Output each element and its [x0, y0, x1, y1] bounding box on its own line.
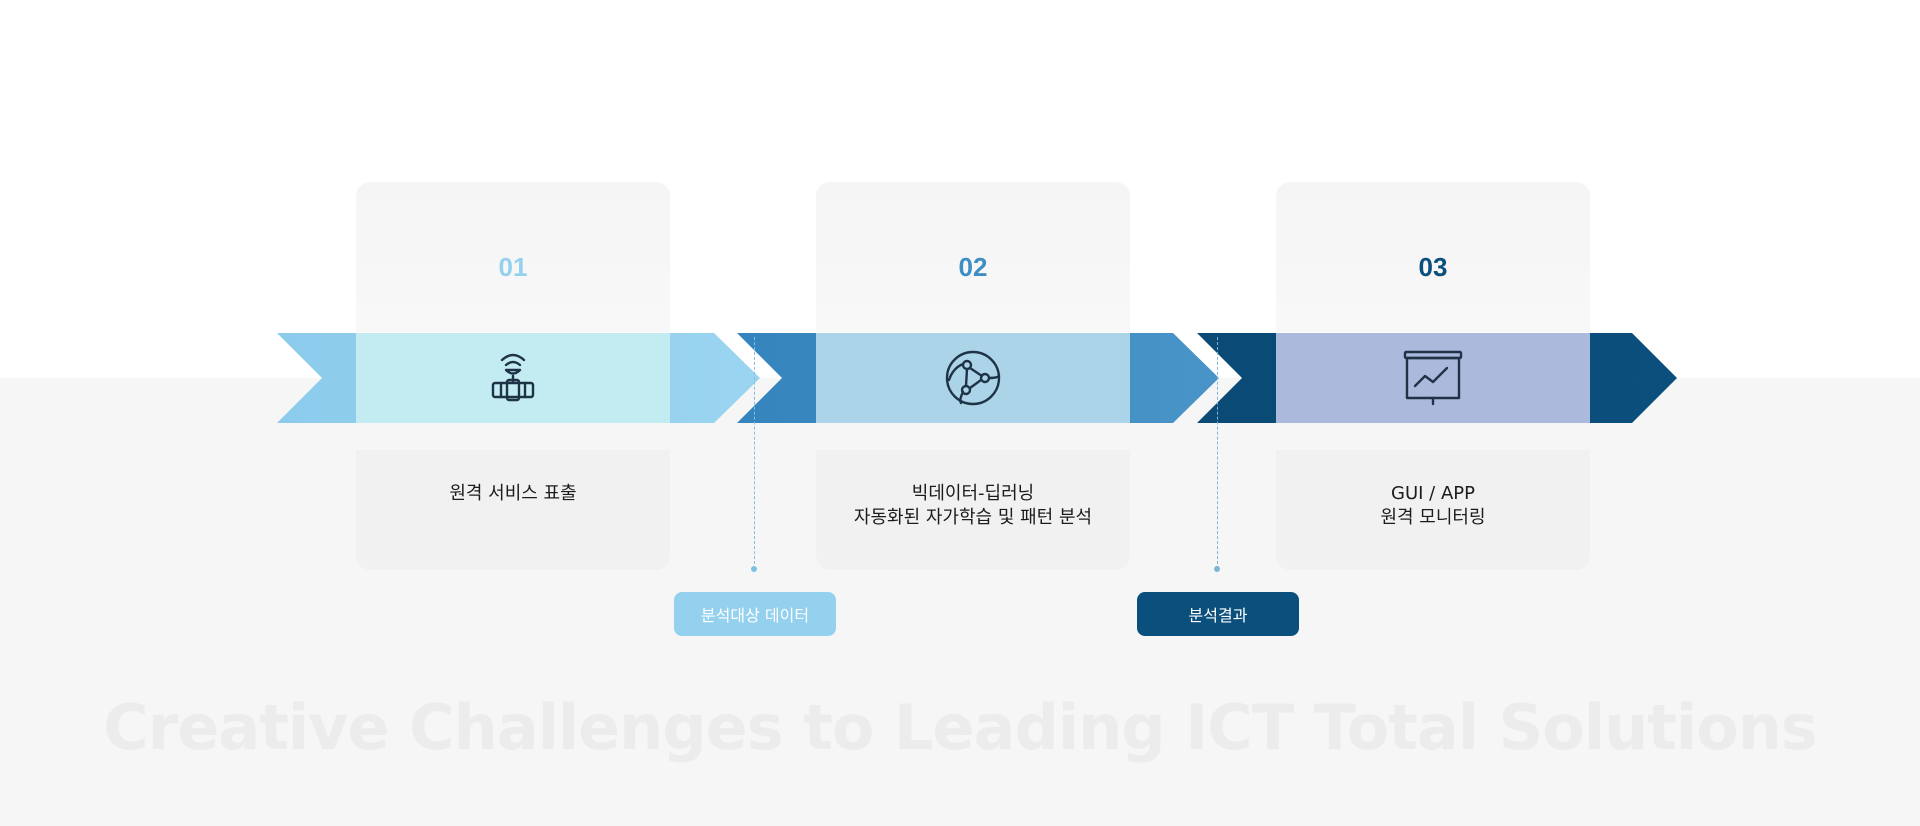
- step-3-card-bottom: [1276, 450, 1590, 570]
- step-3-card-top: [1276, 182, 1590, 332]
- step-2-card-top: [816, 182, 1130, 332]
- analysis-target-data-badge: 분석대상 데이터: [674, 592, 836, 636]
- step-2-icon-wrap: [816, 348, 1130, 408]
- analysis-result-badge: 분석결과: [1137, 592, 1299, 636]
- step-1-card-bottom: [356, 450, 670, 570]
- step-1-number: 01: [498, 252, 528, 282]
- step-2-line-2: 자동화된 자가학습 및 패턴 분석: [853, 507, 1093, 528]
- step-3-description: GUI / APP 원격 모니터링: [1276, 482, 1590, 530]
- step-2-description: 빅데이터-딥러닝 자동화된 자가학습 및 패턴 분석: [816, 482, 1130, 530]
- step-2-number: 02: [958, 252, 988, 282]
- step-1-card-top: [356, 182, 670, 332]
- step-1-line-1: 원격 서비스 표출: [449, 483, 577, 504]
- connector-2-dot: [1214, 566, 1220, 572]
- step-1-description: 원격 서비스 표출: [356, 482, 670, 506]
- presentation-chart-icon: [1403, 350, 1463, 406]
- satellite-dish-icon: [491, 353, 535, 402]
- network-globe-icon: [945, 350, 1001, 406]
- step-3-band-highlight: [1276, 333, 1590, 423]
- step-3-icon-wrap: [1276, 348, 1590, 408]
- step-3-number: 03: [1418, 252, 1448, 282]
- step-3-line-2: 원격 모니터링: [1380, 507, 1486, 528]
- connector-1-dot: [751, 566, 757, 572]
- connector-2-line: [1217, 337, 1218, 569]
- step-2-band-highlight: [816, 333, 1130, 423]
- step-3-line-1: GUI / APP: [1391, 483, 1475, 504]
- slogan-watermark: Creative Challenges to Leading ICT Total…: [103, 691, 1818, 764]
- step-1-icon-wrap: [356, 348, 670, 408]
- step-2-card-bottom: [816, 450, 1130, 570]
- connector-1-line: [754, 337, 755, 569]
- step-2-line-1: 빅데이터-딥러닝: [911, 483, 1035, 504]
